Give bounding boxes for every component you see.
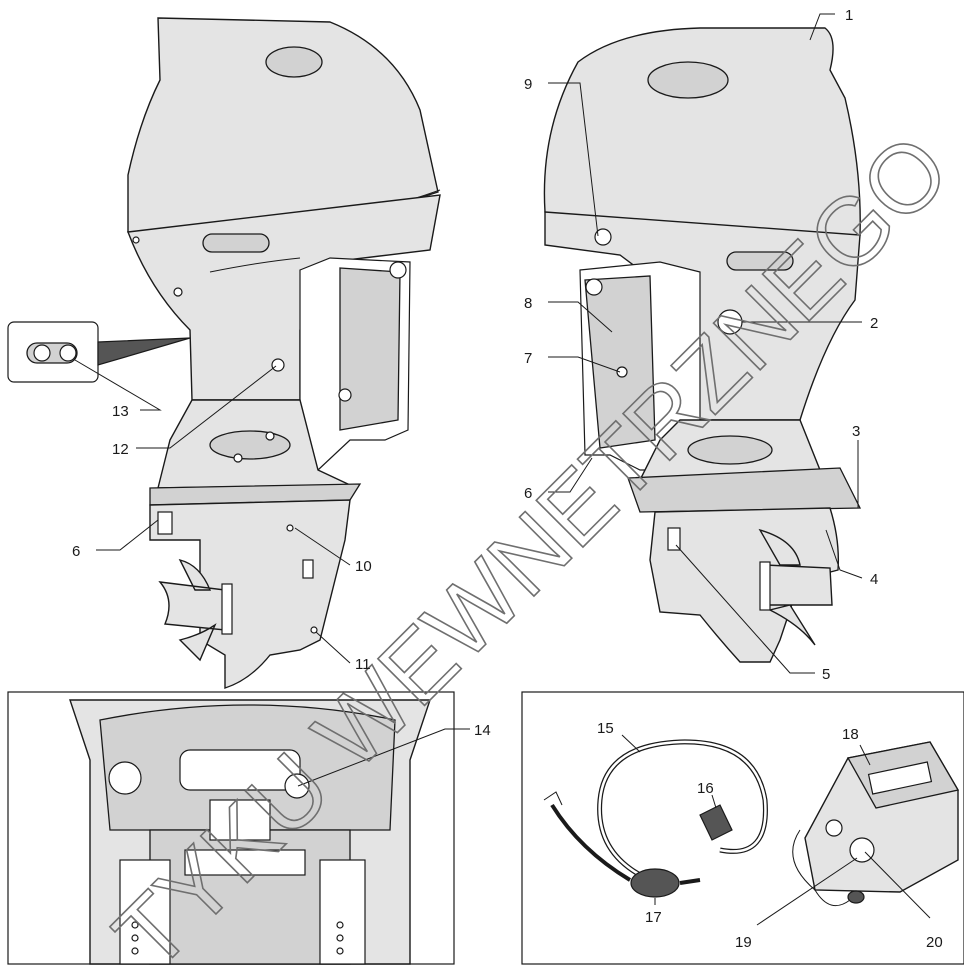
- callout-9: 9: [524, 76, 532, 93]
- callout-5: 5: [822, 666, 830, 683]
- transom-knob: [284, 773, 310, 799]
- fuel-cap: [849, 837, 875, 863]
- left-propeller: [158, 558, 226, 662]
- callout-3: 3: [852, 423, 860, 440]
- callout-15: 15: [597, 720, 614, 737]
- callout-labels: 6 10 11 12 13 1 2 3 4 5 6 7 8 9 14 15 16…: [72, 7, 943, 951]
- left-outboard-motor: [7, 17, 441, 689]
- callout-4: 4: [870, 571, 878, 588]
- callout-14: 14: [474, 722, 491, 739]
- callout-19: 19: [735, 934, 752, 951]
- primer-bulb: [630, 868, 680, 898]
- callout-2: 2: [870, 315, 878, 332]
- left-cowl-handle: [202, 233, 270, 253]
- right-cowling-air-intake: [647, 61, 729, 99]
- right-top-cowling: [543, 27, 861, 239]
- right-outboard-motor: [543, 27, 862, 663]
- leader-lines: [74, 13, 931, 926]
- fuel-inset: [521, 691, 964, 965]
- right-cavitation-plate: [627, 467, 862, 513]
- left-gearcase: [149, 499, 351, 689]
- right-cowl-handle: [726, 251, 794, 271]
- left-cowling-air-intake: [265, 46, 323, 78]
- callout-1: 1: [845, 7, 853, 24]
- hose-connector: [699, 804, 733, 841]
- callout-10: 10: [355, 558, 372, 575]
- fuel-gauge: [825, 819, 843, 837]
- callout-18: 18: [842, 726, 859, 743]
- callout-12: 12: [112, 441, 129, 458]
- callout-6-left: 6: [72, 543, 80, 560]
- callout-7: 7: [524, 350, 532, 367]
- transom-inset: [7, 691, 455, 965]
- callout-8: 8: [524, 295, 532, 312]
- callout-20: 20: [926, 934, 943, 951]
- callout-17: 17: [645, 909, 662, 926]
- callout-11: 11: [355, 656, 371, 673]
- callout-6-right: 6: [524, 485, 532, 502]
- callout-16: 16: [697, 780, 714, 797]
- callout-13: 13: [112, 403, 129, 420]
